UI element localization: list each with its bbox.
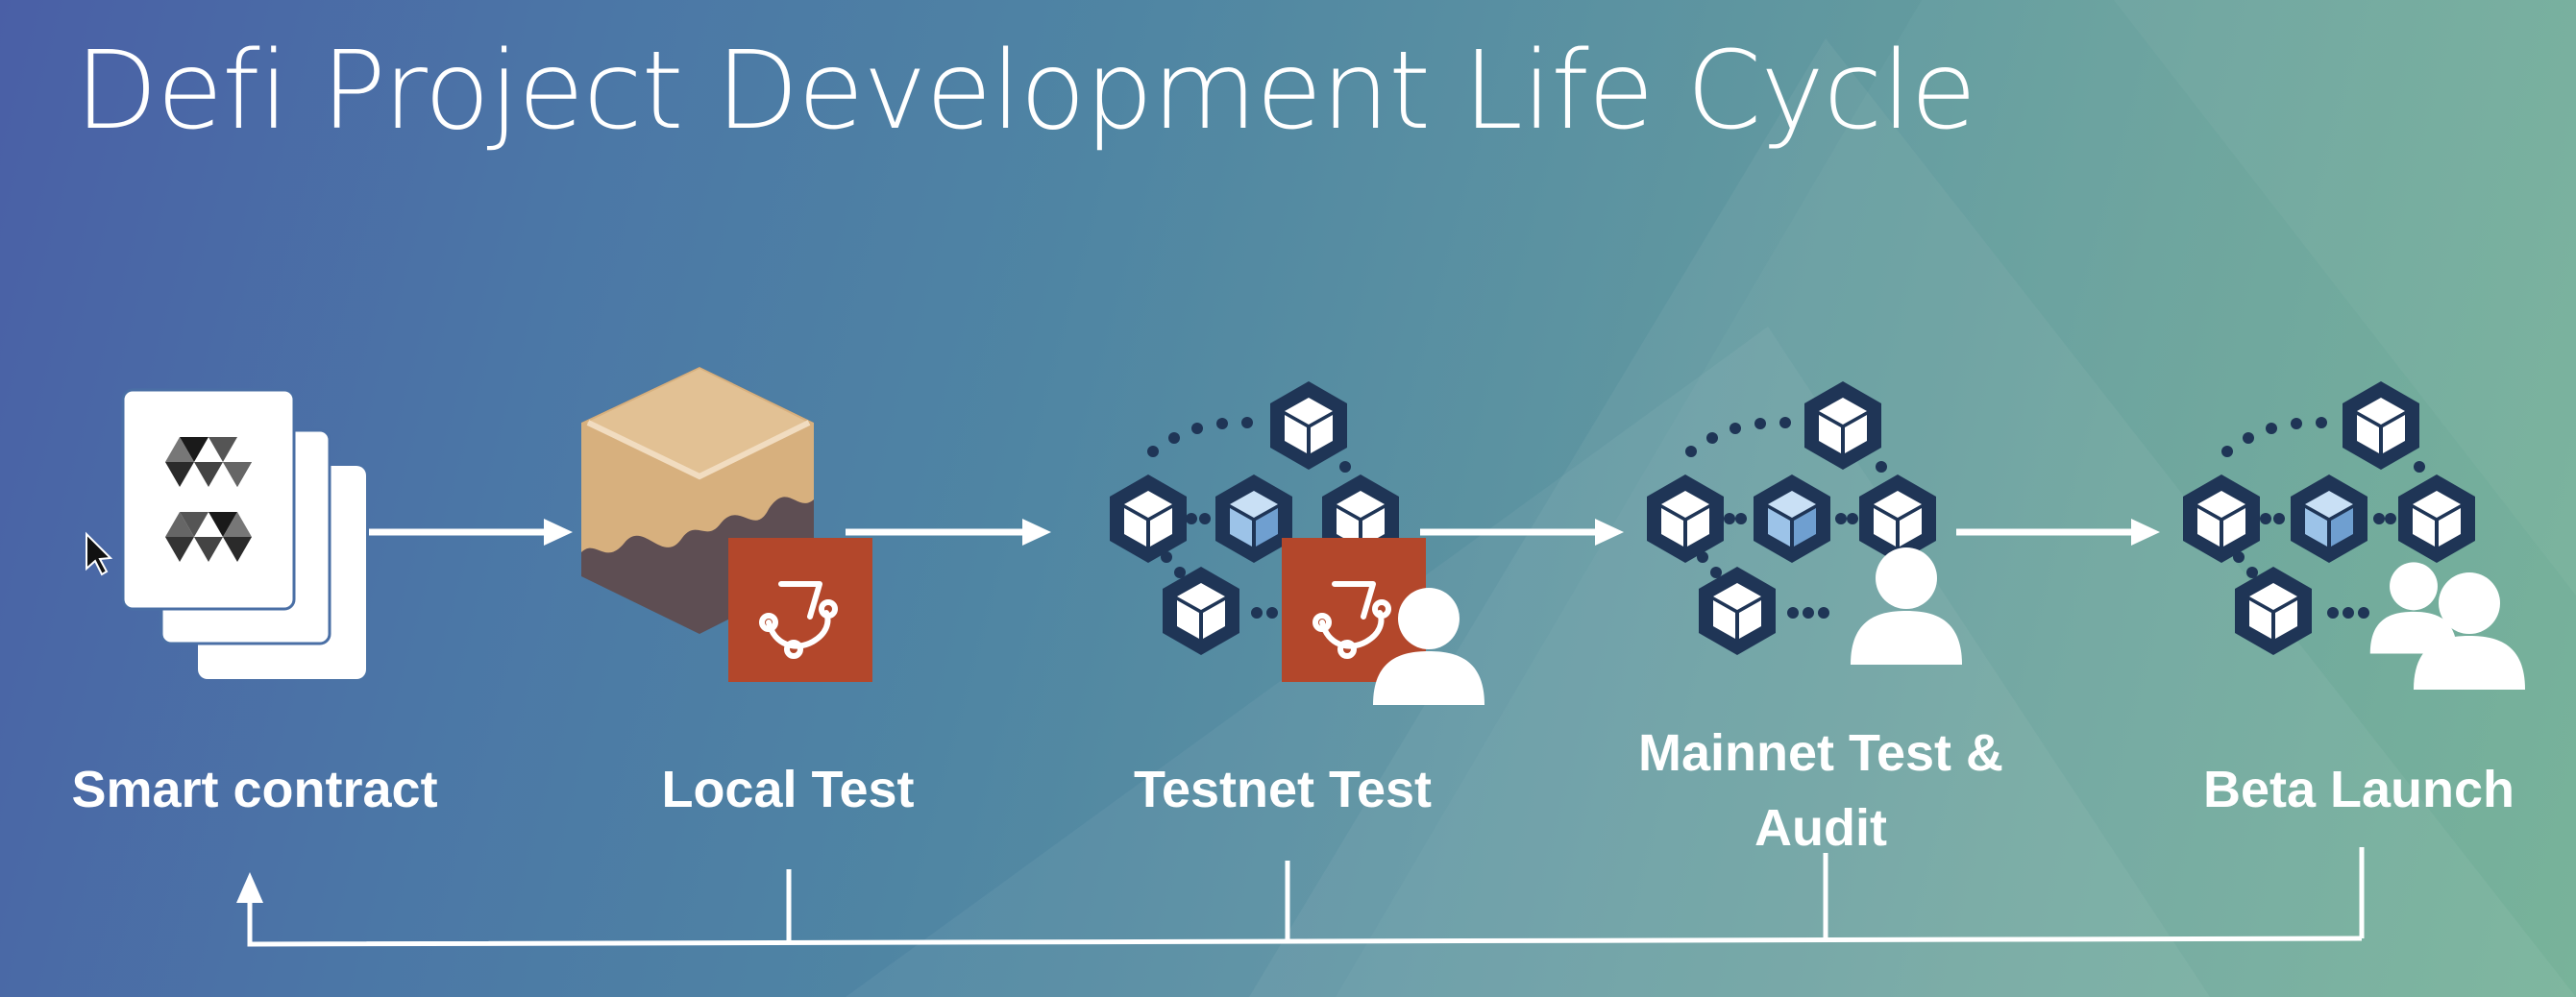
arrow-1	[369, 519, 573, 546]
blockchain-network-icon	[1647, 381, 1936, 655]
arrow-2	[846, 519, 1051, 546]
feedback-loop	[247, 847, 2365, 947]
user-icon	[1851, 547, 1962, 665]
jest-icon	[728, 538, 872, 682]
ganache-cube-icon	[581, 367, 814, 634]
stage-label-smart-contract: Smart contract	[71, 761, 438, 818]
mouse-cursor-icon	[86, 531, 113, 576]
stage-label-beta-launch: Beta Launch	[2202, 761, 2515, 818]
users-group-icon	[2369, 562, 2525, 690]
blockchain-network-icon	[2183, 381, 2475, 655]
blockchain-network-icon	[1110, 381, 1399, 655]
stage-label-testnet-test: Testnet Test	[1133, 761, 1433, 818]
solidity-document-icon	[121, 388, 366, 679]
feedback-arrowhead	[236, 872, 263, 903]
arrow-3	[1420, 519, 1624, 546]
stage-label-local-test: Local Test	[661, 761, 915, 818]
stage-label-mainnet-test-audit: Mainnet Test & Audit	[1637, 724, 2004, 857]
slide-title: Defi Project Development Life Cycle	[75, 29, 1976, 154]
arrow-4	[1956, 519, 2160, 546]
